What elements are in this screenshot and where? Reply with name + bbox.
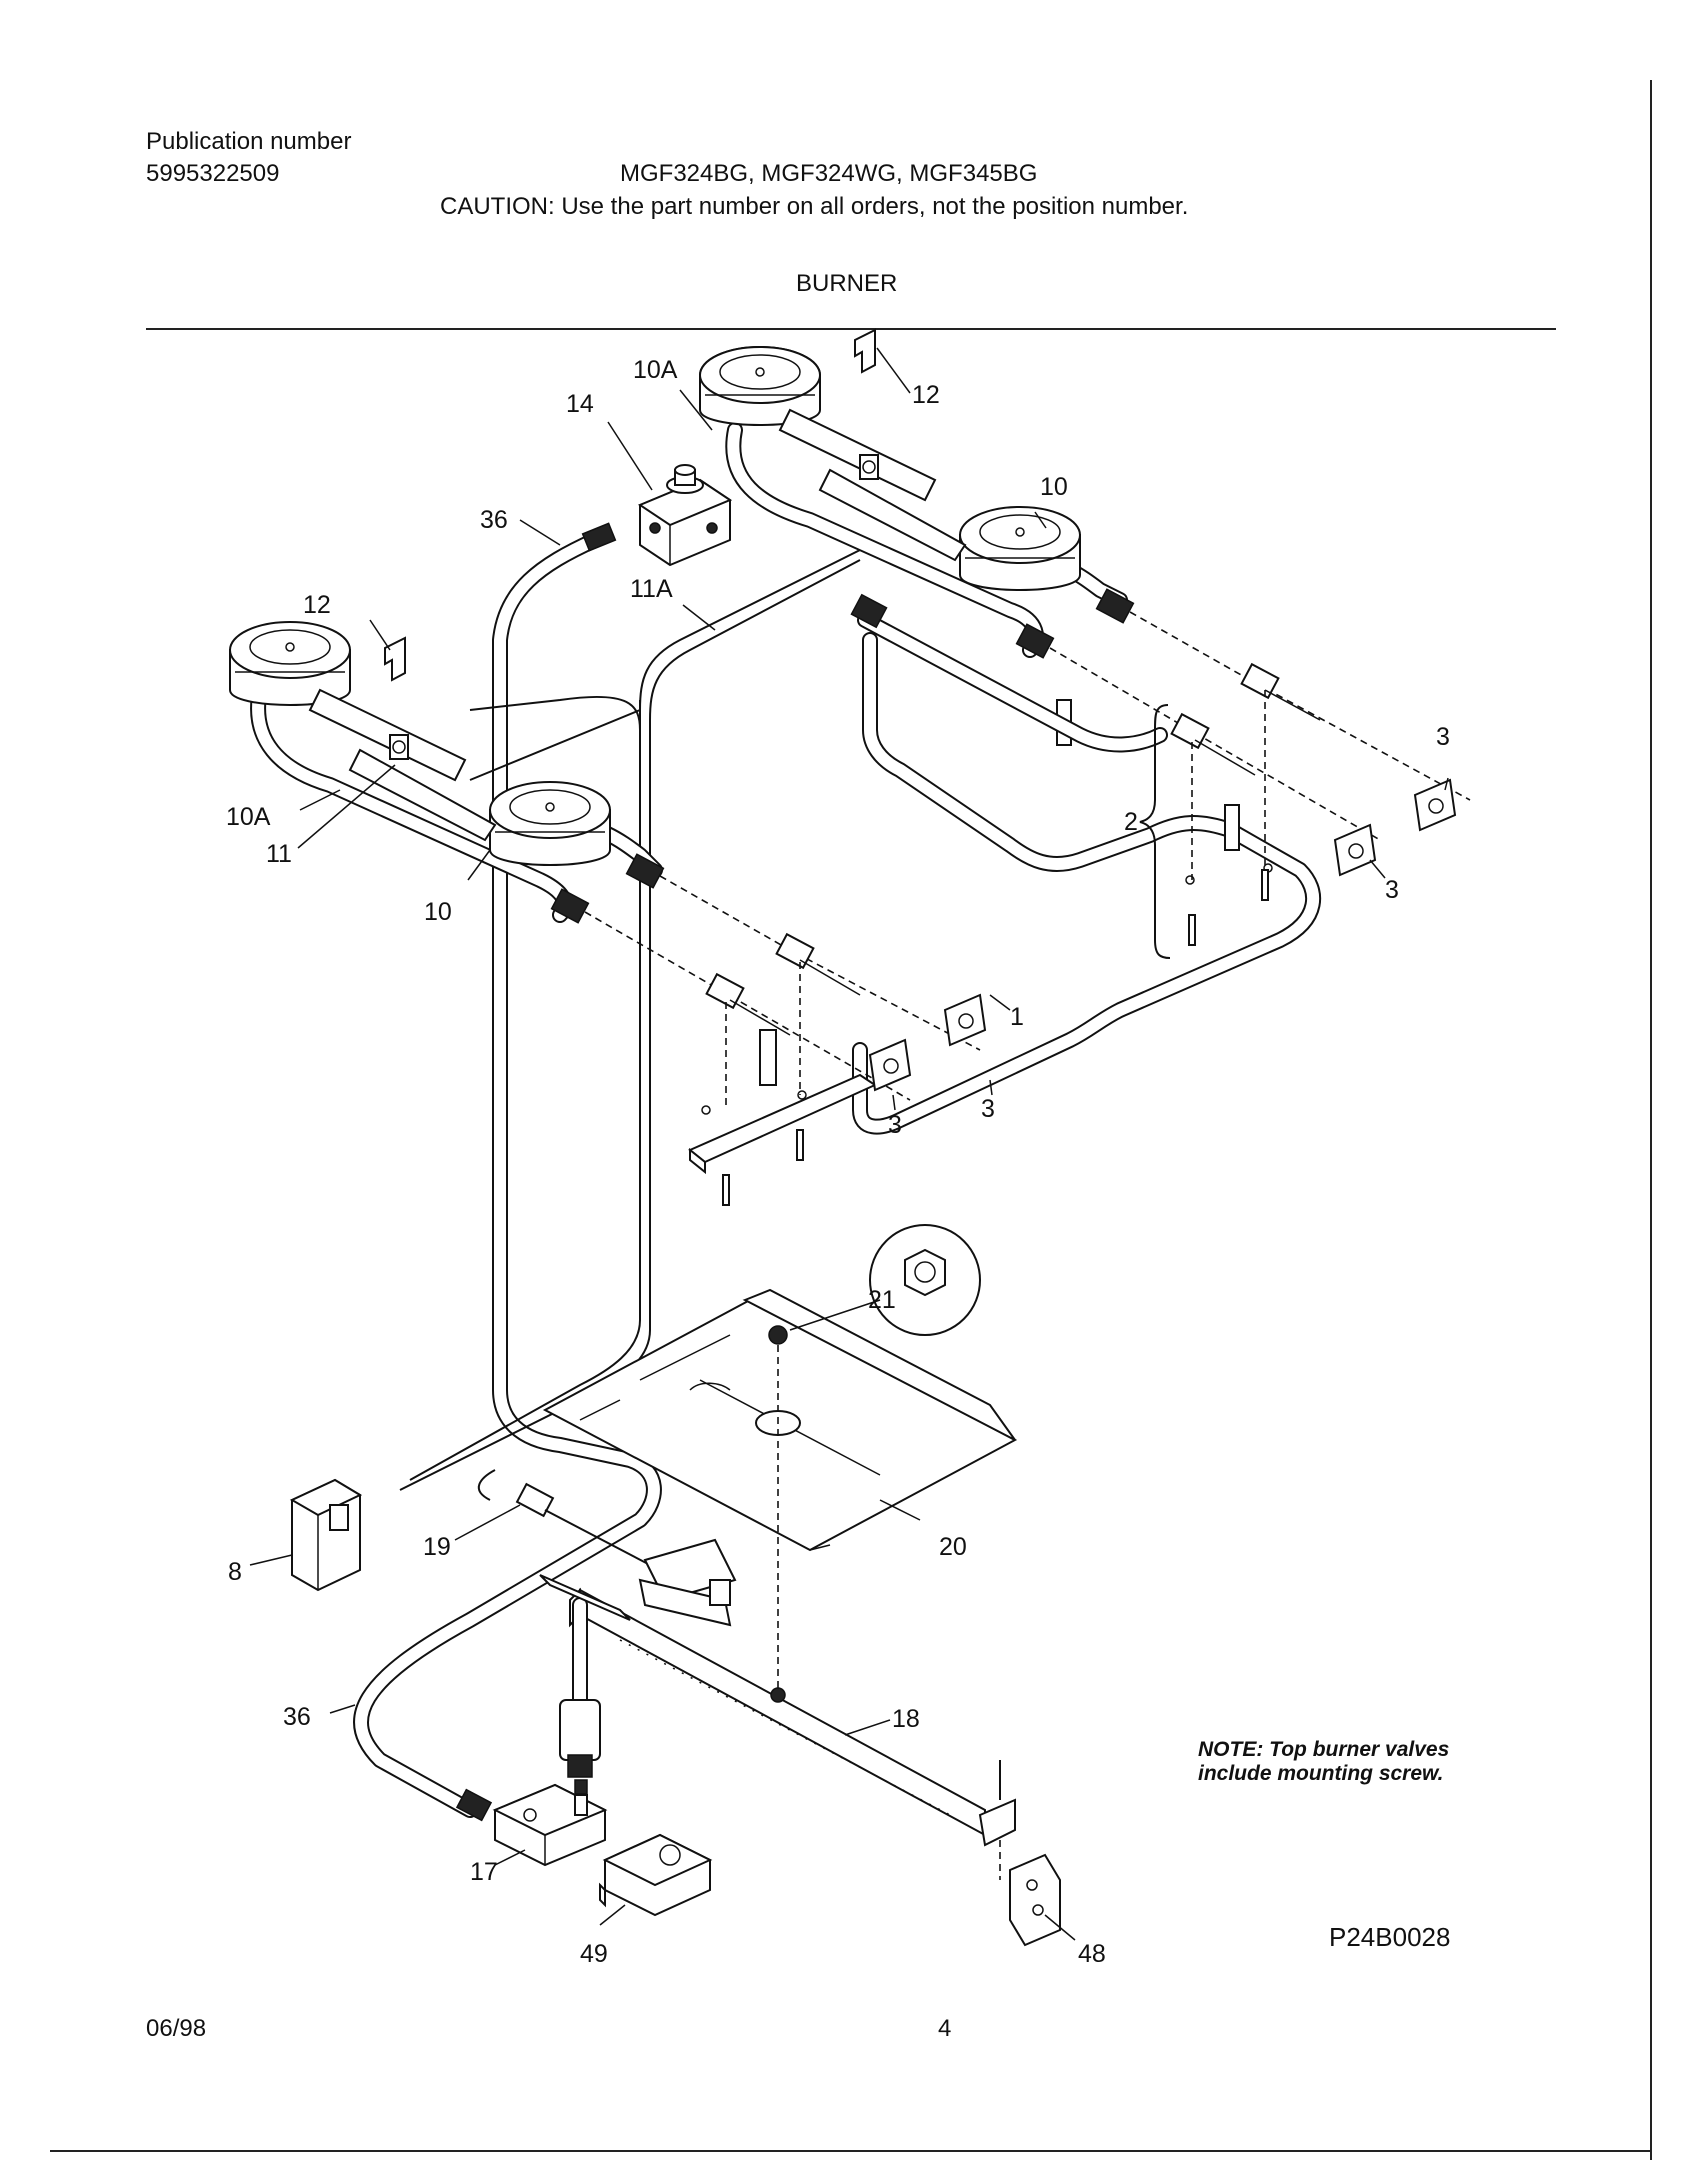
- callout-10A: 10A: [226, 803, 271, 831]
- callout-20: 20: [939, 1533, 967, 1561]
- callout-1: 1: [1010, 1003, 1024, 1031]
- caution-text: CAUTION: Use the part number on all orde…: [440, 193, 1189, 220]
- page-edge-line: [1650, 80, 1652, 2160]
- callout-10A: 10A: [633, 356, 678, 384]
- bottom-rule: [50, 2150, 1650, 2152]
- diagram-code: P24B0028: [1329, 1922, 1451, 1952]
- model-numbers: MGF324BG, MGF324WG, MGF345BG: [620, 160, 1038, 187]
- callout-3: 3: [1385, 876, 1399, 904]
- publication-label: Publication number: [146, 128, 352, 155]
- callout-8: 8: [228, 1558, 242, 1586]
- page-number: 4: [938, 2015, 952, 2042]
- callout-36: 36: [283, 1703, 311, 1731]
- burner-tube-rear: [850, 593, 1168, 753]
- regulator-14: [581, 464, 733, 567]
- valves-2: [584, 611, 1471, 1206]
- burner-assembly-left: [229, 621, 665, 924]
- callout-18: 18: [892, 1705, 920, 1733]
- callout-3: 3: [888, 1111, 902, 1139]
- callout-11A: 11A: [630, 575, 673, 603]
- section-title: BURNER: [796, 270, 898, 297]
- module-8: [289, 1478, 363, 1592]
- manifold-1: [688, 632, 1321, 1175]
- callout-labels: 1 2 3 3 3 3 8 10 10 10A 10A 11 11A 12 12…: [226, 356, 1450, 1968]
- callout-10: 10: [424, 898, 452, 926]
- note-text: NOTE: Top burner valves include mounting…: [1198, 1738, 1450, 1785]
- bracket-49: [599, 1833, 713, 1917]
- pilot-17: [455, 1779, 608, 1867]
- callout-10: 10: [1040, 473, 1068, 501]
- publication-number: 5995322509: [146, 160, 280, 187]
- igniter-19: [515, 1482, 737, 1627]
- baffle-20: [542, 1224, 1018, 1690]
- footer-date: 06/98: [146, 2015, 207, 2042]
- bracket-48: [1009, 1853, 1061, 1947]
- plates-3: [868, 778, 1457, 1092]
- callout-49: 49: [580, 1940, 608, 1968]
- callout-21: 21: [868, 1286, 896, 1314]
- oven-burner-18: [539, 1574, 1016, 1880]
- callout-48: 48: [1078, 1940, 1106, 1968]
- burner-assembly-right: [699, 328, 1135, 659]
- callout-14: 14: [566, 390, 594, 418]
- gas-tube-36: [353, 532, 662, 1818]
- callout-12: 12: [303, 591, 331, 619]
- callout-11: 11: [266, 840, 292, 868]
- callout-36: 36: [480, 506, 508, 534]
- callout-3: 3: [1436, 723, 1450, 751]
- callout-3: 3: [981, 1095, 995, 1123]
- header-rule: [146, 328, 1556, 330]
- callout-17: 17: [470, 1858, 498, 1886]
- callout-12: 12: [912, 381, 940, 409]
- callout-leaders: [249, 347, 1449, 1941]
- callout-2: 2: [1124, 808, 1138, 836]
- callout-19: 19: [423, 1533, 451, 1561]
